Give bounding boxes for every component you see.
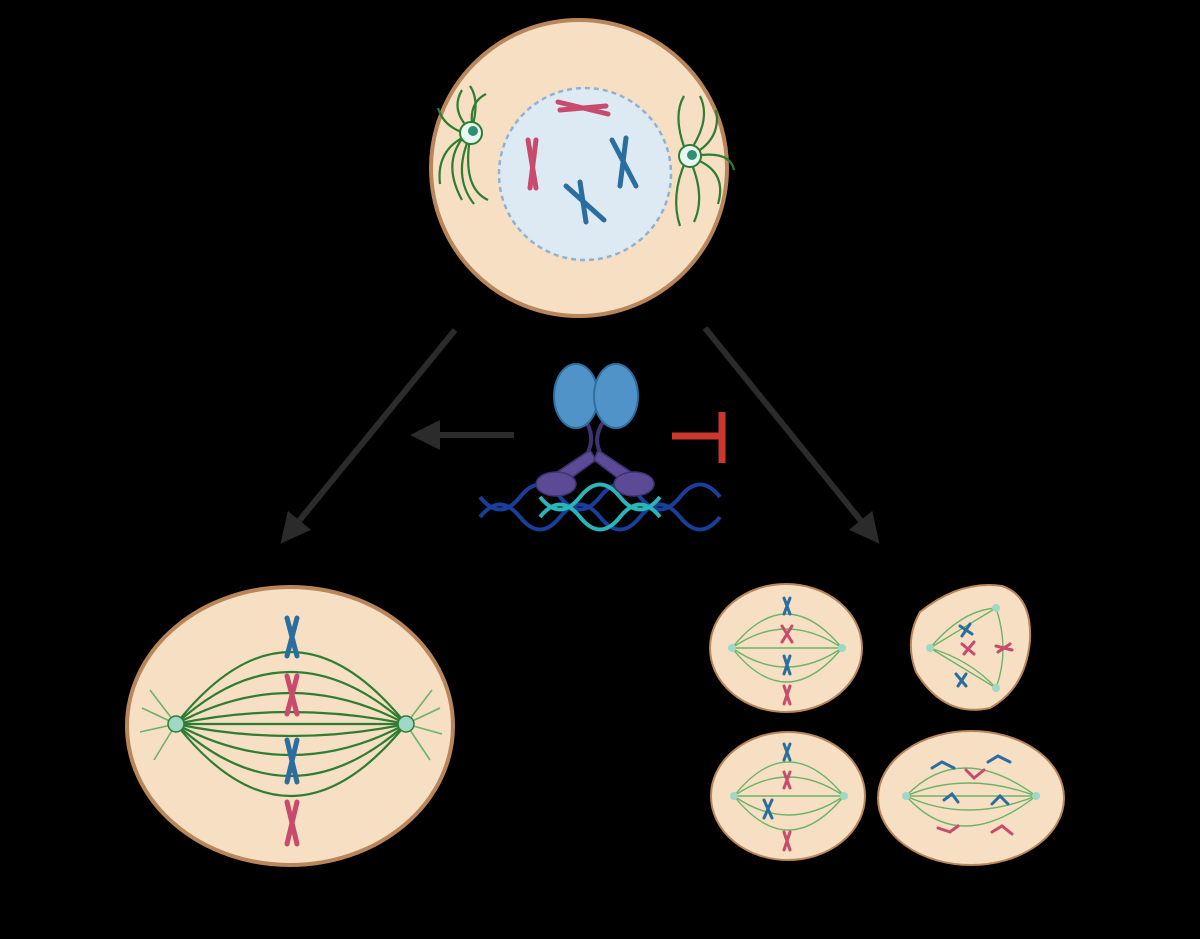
- chromosome-blue-icon: [782, 742, 792, 762]
- left-centriole-icon: [468, 126, 478, 136]
- protein-head-right-icon: [593, 363, 639, 429]
- protein-complex: [478, 363, 722, 532]
- chromosome-blue-icon: [782, 654, 792, 676]
- chromosome-blue-icon: [942, 791, 960, 804]
- centrosome: [728, 644, 736, 652]
- abnormal-cell-3: [710, 731, 866, 861]
- centrosome: [992, 604, 1000, 612]
- chromosome-red-icon: [782, 770, 792, 790]
- spindle-fibers: [905, 767, 1037, 827]
- chromosome-blue-right-icon: [609, 135, 639, 189]
- chromosome-red-icon: [780, 624, 794, 644]
- protein-base-icon: [535, 448, 655, 497]
- chromosome-red-icon: [284, 673, 300, 717]
- centrosome: [730, 792, 738, 800]
- dna-double-helix-icon: [478, 482, 722, 532]
- spindle-fibers: [929, 607, 1004, 689]
- chromosome-red-icon: [936, 824, 960, 834]
- chromosome-blue-icon: [762, 798, 774, 820]
- chromosome-blue-icon: [284, 737, 300, 785]
- chromosome-red-icon: [960, 640, 976, 656]
- centrosome: [840, 792, 848, 800]
- abnormal-cell-4: [877, 730, 1065, 866]
- arrows: [280, 326, 880, 544]
- centrosome: [838, 644, 846, 652]
- chromosome-blue-icon: [990, 793, 1010, 806]
- nucleus: [497, 86, 673, 262]
- right-centrosome: [397, 715, 415, 733]
- chromosome-red-icon: [284, 799, 300, 847]
- centrosome: [902, 792, 910, 800]
- prophase-cell: [429, 18, 736, 318]
- chromosome-blue-icon: [958, 622, 974, 638]
- chromosome-blue-bottom-icon: [563, 179, 607, 225]
- chromosome-red-icon: [782, 684, 792, 706]
- bipolar-spindle-cell: [125, 585, 455, 867]
- chromosome-red-vertical-icon: [525, 137, 539, 191]
- cell-membrane: [125, 585, 455, 867]
- right-centriole-icon: [687, 150, 697, 160]
- chromosome-red-horizontal-icon: [555, 99, 611, 117]
- chromosome-red-icon: [964, 768, 986, 781]
- chromosome-red-icon: [782, 830, 792, 852]
- chromosome-red-icon: [990, 824, 1014, 836]
- protein-head-left-icon: [553, 363, 599, 429]
- abnormal-cell-1: [709, 583, 863, 713]
- metaphase-plate: [284, 615, 300, 847]
- arrow-to-bipolar-cell: [280, 328, 458, 544]
- protein-inhibits-bar: [672, 412, 726, 463]
- spindle-fibers: [733, 761, 845, 831]
- centrosome: [1032, 792, 1040, 800]
- chromosome-blue-icon: [782, 596, 792, 616]
- arrow-to-abnormal-cells: [702, 326, 880, 544]
- left-centrosome: [167, 715, 185, 733]
- cell-membrane: [877, 730, 1065, 866]
- centrosome: [926, 644, 934, 652]
- abnormal-cell-2: [909, 584, 1032, 711]
- chromosome-red-icon: [994, 642, 1014, 654]
- centrosome: [992, 684, 1000, 692]
- chromosome-blue-icon: [954, 672, 968, 688]
- chromosome-blue-icon: [284, 615, 300, 659]
- abnormal-mitosis-group: [709, 583, 1065, 866]
- chromosome-blue-icon: [930, 760, 956, 770]
- chromosome-blue-icon: [986, 754, 1012, 764]
